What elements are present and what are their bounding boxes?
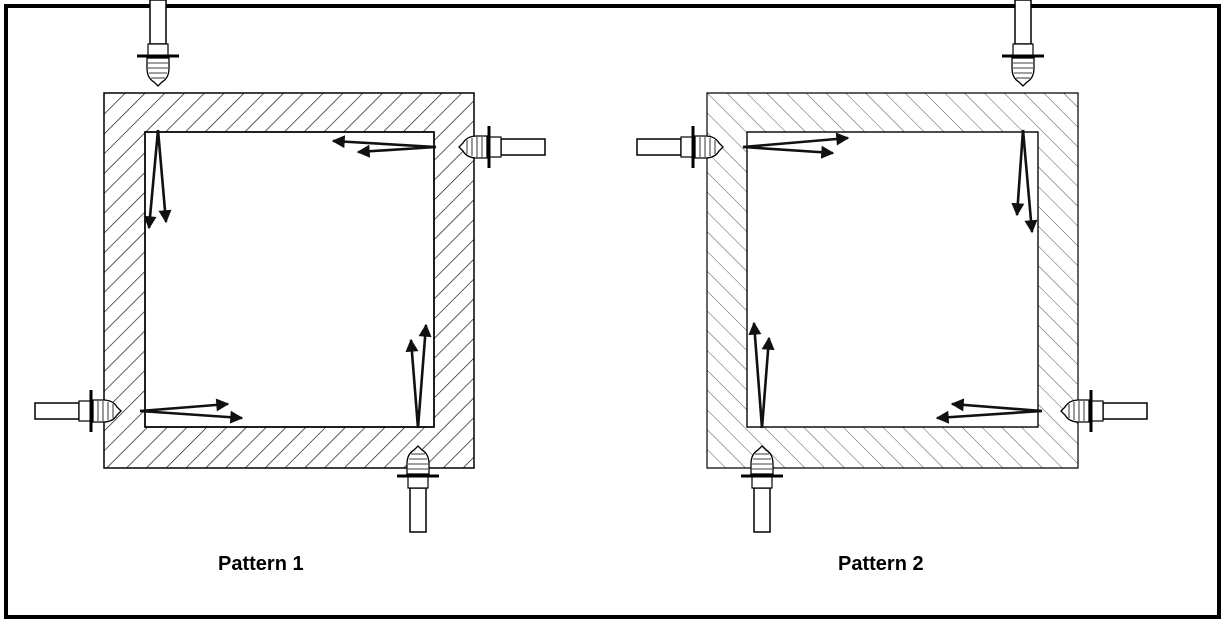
arrow: [331, 135, 437, 149]
arrow: [935, 409, 1043, 424]
pattern-1-torch-top-left: [135, 0, 181, 88]
arrow: [156, 129, 172, 224]
arrow: [356, 144, 437, 158]
arrow: [742, 145, 835, 159]
arrow: [405, 338, 420, 429]
pattern-2-diagram: [635, 0, 1149, 534]
pattern-1-arrows: [139, 129, 437, 429]
arrow: [139, 398, 230, 413]
outer-border: [4, 4, 1221, 619]
arrow: [748, 321, 764, 429]
pattern-2-arrows: [742, 129, 1043, 429]
pattern-1-inner-edge: [144, 131, 435, 428]
arrow: [760, 336, 775, 429]
arrow: [950, 398, 1043, 413]
arrow: [1011, 129, 1025, 217]
arrow: [139, 409, 244, 424]
pattern-1-diagram: [33, 0, 547, 534]
pattern-2-inner-edge: [746, 131, 1039, 428]
pattern-2-caption: Pattern 2: [838, 553, 924, 575]
arrow: [143, 129, 160, 230]
arrow: [1021, 129, 1038, 234]
pattern-2-torch-top-right: [1000, 0, 1046, 88]
arrow: [742, 132, 850, 149]
pattern-1-caption: Pattern 1: [218, 553, 304, 575]
arrow: [416, 323, 432, 429]
